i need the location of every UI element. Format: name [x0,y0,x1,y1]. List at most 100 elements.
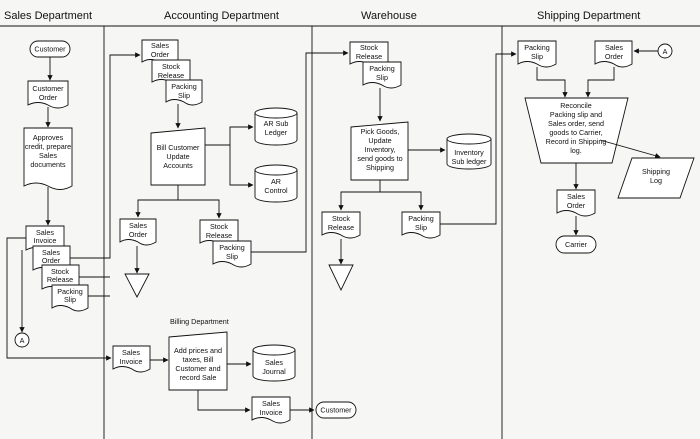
sales-journal-l1: Sales [265,358,283,367]
approves-label-2: credit, prepare [25,142,71,151]
sales-journal-disk: Sales Journal [252,344,296,382]
flow-bill-to-order-out [135,185,179,218]
acct-out-stock-l1: Stock [210,222,228,231]
billing-out-l2: Invoice [260,408,283,417]
wh-out-packing-slip: Packing Slip [401,211,441,239]
lane-title-sales: Sales Department [4,10,92,22]
ar-sub-ledger-disk: AR Sub Ledger [254,107,298,146]
acct-out-sales-order: Sales Order [119,218,157,246]
billing-in-l2: Invoice [120,357,143,366]
acct-in-stock-l1: Stock [162,62,180,71]
wh-in-stock-l2: Release [356,52,382,61]
wh-out-packing-l1: Packing [408,214,434,223]
reconcile-manual-operation: Reconcile Packing slip and Sales order, … [524,97,629,164]
flow-billing-to-invoice-out [197,390,251,413]
wh-in-stock-l1: Stock [360,43,378,52]
wh-in-packing-l2: Slip [376,73,388,82]
approves-label-3: Sales [39,151,57,160]
acct-out-order-l2: Order [129,230,148,239]
pick-l2: Update [368,136,391,145]
billing-process-l4: record Sale [180,373,217,382]
flow-warehouse-to-shipping [440,51,517,225]
reconcile-l6: log. [570,146,582,155]
billing-process-l1: Add prices and [174,346,222,355]
sales-journal-l2: Journal [262,367,286,376]
acct-in-packing-l2: Slip [178,91,190,100]
shipping-log-file: Shipping Log [617,157,695,199]
approves-label-4: documents [30,160,66,169]
lane-title-warehouse: Warehouse [361,10,417,22]
acct-in-stock-l2: Release [158,71,184,80]
ship-out-order-l2: Order [567,201,586,210]
customer-start-label: Customer [34,45,66,54]
pick-l5: Shipping [366,163,394,172]
wh-out-packing-l2: Slip [415,223,427,232]
wh-in-packing-l1: Packing [369,64,395,73]
customer-order-document: Customer Order [27,80,69,109]
flow-bill-to-ar-sub [205,124,254,146]
billing-customer-label: Customer [320,406,352,415]
flow-packing-to-reconcile [536,67,568,98]
ship-order-l2: Order [605,52,624,61]
pick-l3: Inventory, [364,145,395,154]
billing-dept-title: Billing Department [170,317,229,326]
acct-out-packing-l2: Slip [226,252,238,261]
inventory-ledger-disk: Inventory Sub ledger [446,133,492,170]
sales-doc-packing-l2: Slip [64,295,76,304]
billing-sales-invoice-in: Sales Invoice [112,345,151,373]
sales-connector-a: A [14,332,30,348]
wh-file-triangle [328,264,354,292]
sales-doc-invoice-l2: Invoice [34,236,57,245]
flow-bill-to-stock-out [178,199,222,219]
lane-title-accounting: Accounting Department [164,10,279,22]
ar-control-l1: AR [271,177,281,186]
acct-in-order-l1: Sales [151,41,169,50]
ar-sub-ledger-l2: Ledger [265,128,288,137]
bill-process-l1: Bill Customer [157,143,200,152]
inventory-l2: Sub ledger [452,157,487,166]
billing-in-l1: Sales [122,348,140,357]
wh-out-stock-release: Stock Release [321,211,361,239]
flow-accounting-to-warehouse [251,50,349,253]
reconcile-l1: Reconcile [560,101,592,110]
customer-order-label-1: Customer [32,84,64,93]
acct-out-packing-l1: Packing [219,243,245,252]
acct-out-order-l1: Sales [129,221,147,230]
billing-process-l3: Customer and [175,364,220,373]
sales-doc-invoice-l1: Sales [36,228,54,237]
customer-order-label-2: Order [39,93,58,102]
sales-doc-stock-l1: Stock [51,267,69,276]
acct-out-stock-l2: Release [206,231,232,240]
reconcile-l3: Sales order, send [548,119,604,128]
ship-out-sales-order: Sales Order [556,189,596,217]
flow-pick-to-stock-out [338,180,381,211]
customer-start-terminal: Customer [29,40,71,58]
lane-title-shipping: Shipping Department [537,10,640,22]
pick-goods-process: Pick Goods, Update Inventory, send goods… [350,121,409,181]
ship-connector-a: A [657,43,673,59]
ship-out-order-l1: Sales [567,192,585,201]
bill-process-l2: Update [166,152,189,161]
ar-control-l2: Control [264,186,288,195]
reconcile-l4: goods to Carrier, [549,128,602,137]
sales-doc-order-l1: Sales [42,248,60,257]
flow-order-to-reconcile [585,67,615,98]
flow-invoice-to-billing [6,237,112,361]
flow-bill-to-ar-control [229,145,254,188]
ship-order-l1: Sales [605,43,623,52]
flow-sales-to-accounting [70,52,141,259]
billing-customer-terminal: Customer [315,401,357,419]
ship-doc-sales-order: Sales Order [594,40,633,68]
flow-lines [6,48,661,413]
ship-packing-l2: Slip [531,52,543,61]
billing-out-l1: Sales [262,399,280,408]
sales-doc-packing-slip: Packing Slip [51,284,89,312]
acct-file-triangle [124,273,150,298]
billing-process-l2: taxes, Bill [183,355,214,364]
wh-out-stock-l1: Stock [332,214,350,223]
reconcile-l2: Packing slip and [550,110,602,119]
shipping-log-l2: Log [650,176,662,185]
carrier-terminal: Carrier [555,235,597,254]
